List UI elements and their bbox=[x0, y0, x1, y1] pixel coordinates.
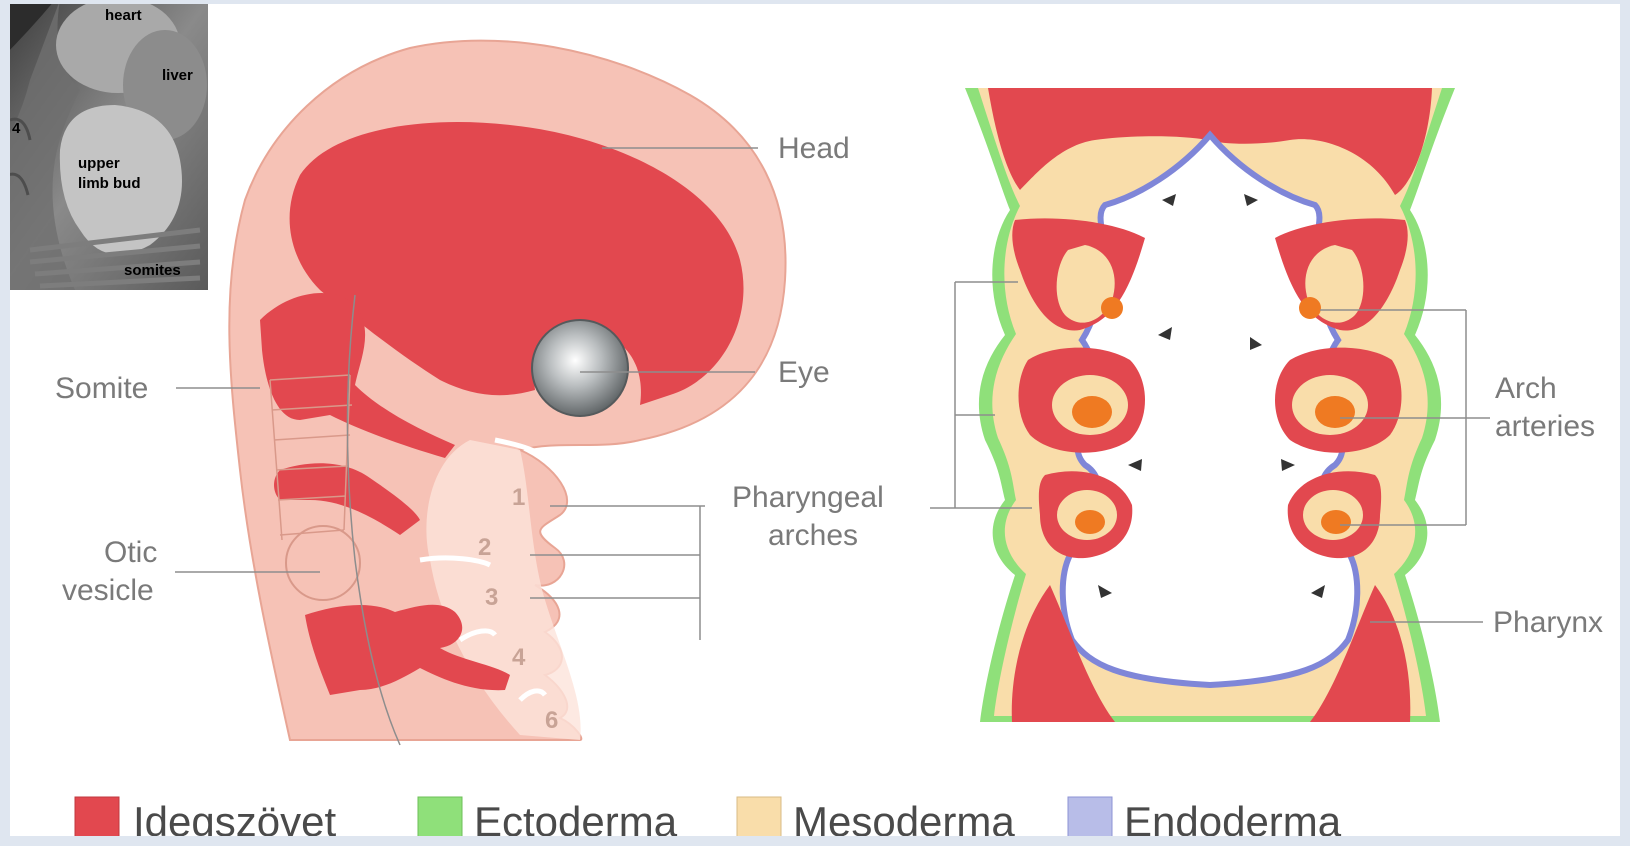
arch-number-1: 1 bbox=[512, 484, 525, 511]
arch-artery-right-3 bbox=[1321, 510, 1351, 534]
label-pharynx: Pharynx bbox=[1493, 606, 1603, 639]
label-head: Head bbox=[778, 132, 850, 165]
sem-label-somites: somites bbox=[124, 262, 181, 279]
arch-number-2: 2 bbox=[478, 534, 491, 561]
sem-label-limb-bud: limb bud bbox=[78, 175, 141, 192]
legend-swatch-idegszovet bbox=[75, 797, 119, 841]
legend-label-endoderma: Endoderma bbox=[1124, 798, 1342, 845]
label-somite: Somite bbox=[55, 372, 148, 405]
arch-artery-right-1 bbox=[1299, 297, 1321, 319]
arch-artery-left-3 bbox=[1075, 510, 1105, 534]
arch-number-6: 6 bbox=[545, 707, 558, 734]
sem-label-liver: liver bbox=[162, 67, 193, 84]
legend: Idegszövet Ectoderma Mesoderma Endoderma bbox=[75, 797, 1342, 845]
arch-number-4: 4 bbox=[512, 644, 526, 671]
legend-label-mesoderma: Mesoderma bbox=[793, 798, 1015, 845]
pharyngeal-cross-section: Arch arteries Pharynx bbox=[930, 88, 1603, 722]
sem-label-arch-number: 4 bbox=[12, 120, 21, 137]
legend-swatch-mesoderma bbox=[737, 797, 781, 841]
label-otic-line1: Otic bbox=[104, 536, 157, 569]
legend-swatch-endoderma bbox=[1068, 797, 1112, 841]
arch-artery-left-2 bbox=[1072, 396, 1112, 428]
arch-artery-right-2 bbox=[1315, 396, 1355, 428]
arch-artery-left-1 bbox=[1101, 297, 1123, 319]
label-arch-line2: arteries bbox=[1495, 410, 1595, 443]
label-pharyngeal-line1: Pharyngeal bbox=[732, 481, 884, 514]
sem-label-upper: upper bbox=[78, 155, 120, 172]
sem-photo-inset: heart liver 4 upper limb bud somites bbox=[0, 0, 208, 290]
label-otic-line2: vesicle bbox=[62, 574, 154, 607]
sem-label-heart: heart bbox=[105, 7, 142, 24]
embryo-eye bbox=[532, 320, 628, 416]
arch-number-3: 3 bbox=[485, 584, 498, 611]
label-arch-line1: Arch bbox=[1495, 372, 1557, 405]
label-eye: Eye bbox=[778, 356, 830, 389]
label-pharyngeal-line2: arches bbox=[768, 519, 858, 552]
legend-label-ectoderma: Ectoderma bbox=[474, 798, 678, 845]
legend-label-idegszovet: Idegszövet bbox=[133, 798, 336, 845]
legend-swatch-ectoderma bbox=[418, 797, 462, 841]
